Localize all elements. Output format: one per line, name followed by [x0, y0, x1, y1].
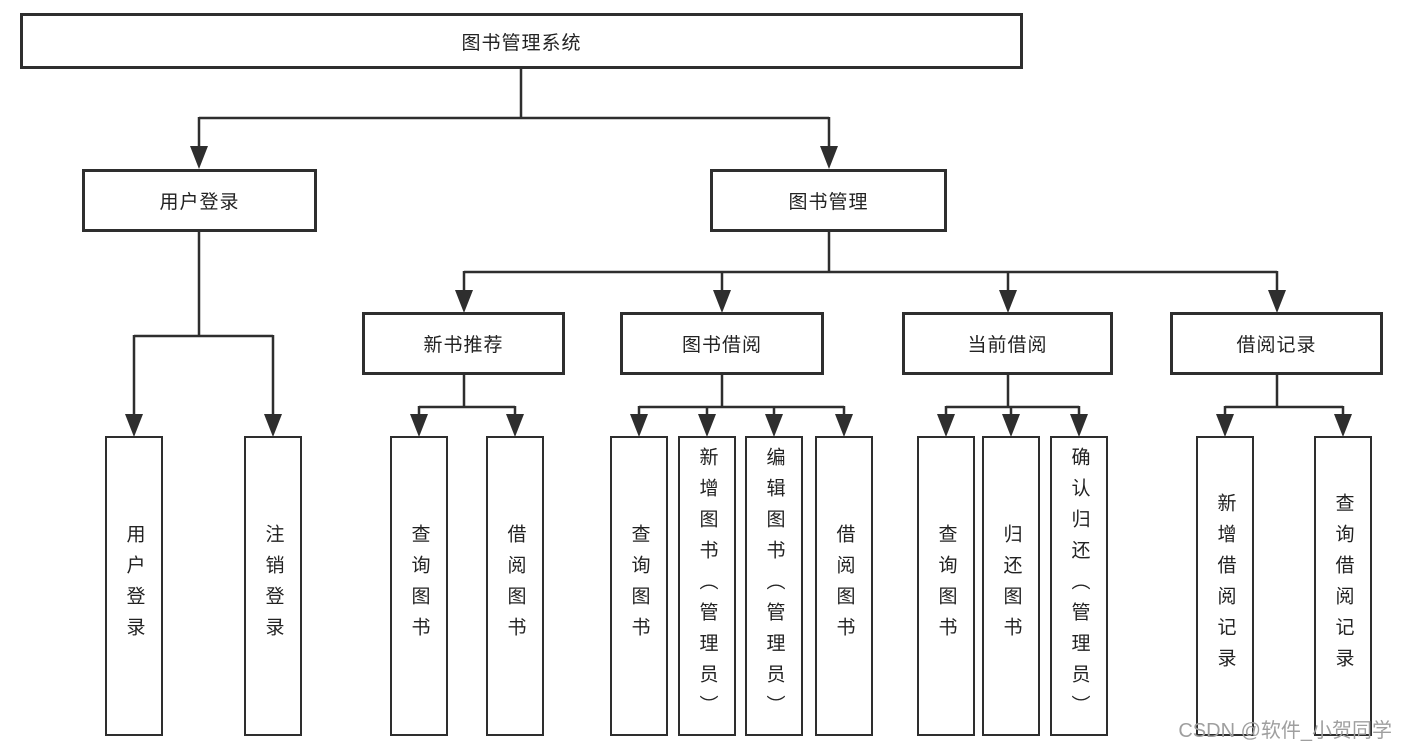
node-label: 图书管理系统 [461, 32, 582, 54]
node-borrow-books-recommend: 借阅图书 [486, 436, 544, 736]
node-query-books-current: 查询图书 [917, 436, 975, 736]
node-label: 当前借阅 [967, 335, 1048, 356]
node-label: 用户登录 [123, 524, 145, 648]
node-library-management-system: 图书管理系统 [20, 13, 1023, 69]
node-label: 新增图书（管理员） [696, 446, 718, 726]
csdn-watermark: CSDN @软件_小贺同学 [1178, 720, 1392, 742]
node-label: 查询借阅记录 [1332, 493, 1354, 679]
node-query-borrow-record: 查询借阅记录 [1314, 436, 1372, 736]
node-label: 查询图书 [408, 524, 430, 648]
node-label: 归还图书 [1000, 524, 1022, 648]
node-confirm-return-admin: 确认归还（管理员） [1050, 436, 1108, 736]
node-edit-books-admin: 编辑图书（管理员） [745, 436, 803, 736]
node-label: 确认归还（管理员） [1068, 446, 1090, 726]
node-label: 查询图书 [628, 524, 650, 648]
node-label: 图书管理 [788, 192, 869, 213]
node-label: 编辑图书（管理员） [763, 446, 785, 726]
node-label: 用户登录 [159, 192, 240, 213]
node-add-borrow-record: 新增借阅记录 [1196, 436, 1254, 736]
node-label: 借阅图书 [833, 524, 855, 648]
tree-edges [132, 68, 1345, 420]
node-user-login-action: 用户登录 [105, 436, 163, 736]
node-user-login: 用户登录 [82, 169, 317, 232]
node-label: 新增借阅记录 [1214, 493, 1236, 679]
node-query-books-borrowing: 查询图书 [610, 436, 668, 736]
node-label: 查询图书 [935, 524, 957, 648]
node-borrowing-records: 借阅记录 [1170, 312, 1383, 375]
node-logout: 注销登录 [244, 436, 302, 736]
node-return-books: 归还图书 [982, 436, 1040, 736]
node-label: 借阅记录 [1236, 335, 1317, 356]
node-new-book-recommendation: 新书推荐 [362, 312, 565, 375]
node-current-borrowing: 当前借阅 [902, 312, 1113, 375]
node-label: 借阅图书 [504, 524, 526, 648]
node-add-books-admin: 新增图书（管理员） [678, 436, 736, 736]
node-query-books-recommend: 查询图书 [390, 436, 448, 736]
node-borrow-books: 借阅图书 [815, 436, 873, 736]
node-label: 注销登录 [262, 524, 284, 648]
node-book-borrowing: 图书借阅 [620, 312, 824, 375]
node-label: 图书借阅 [681, 335, 762, 356]
node-label: 新书推荐 [423, 335, 504, 356]
node-book-management: 图书管理 [710, 169, 947, 232]
